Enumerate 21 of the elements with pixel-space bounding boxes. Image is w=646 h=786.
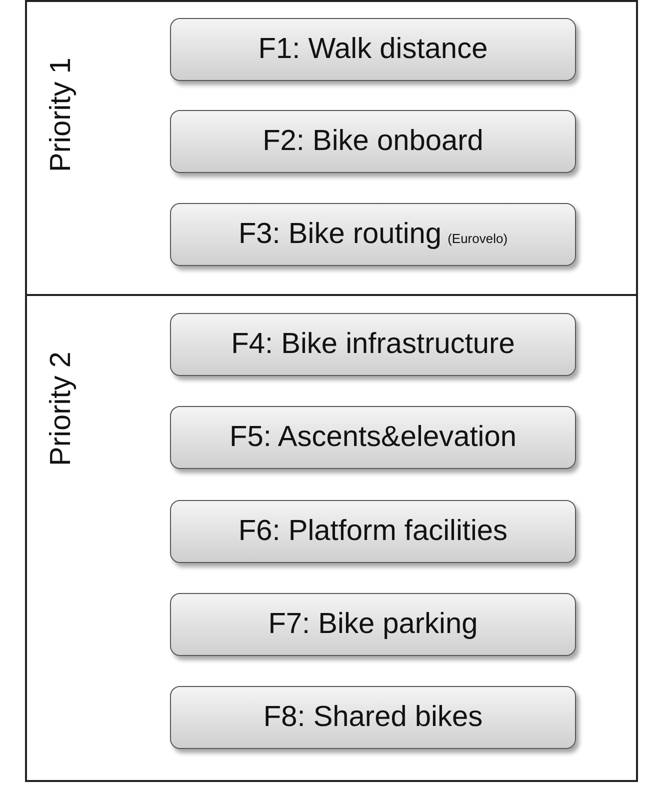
factor-label: F3: Bike routing: [238, 218, 442, 251]
factor-label: F1: Walk distance: [258, 33, 488, 66]
priority-panel: [25, 0, 638, 296]
factor-box: [170, 110, 576, 173]
priority-label: Priority 2: [45, 352, 78, 466]
factor-box: [170, 593, 576, 656]
factor-label: F8: Shared bikes: [263, 701, 483, 734]
factor-box: [170, 313, 576, 376]
factor-box: [170, 686, 576, 749]
factor-box: [170, 203, 576, 266]
factor-box: [170, 500, 576, 563]
factor-box: [170, 18, 576, 81]
priority-label: Priority 1: [45, 58, 78, 172]
factor-note: (Eurovelo): [448, 231, 508, 246]
priority-panel: [25, 294, 638, 782]
factor-label: F4: Bike infrastructure: [231, 328, 515, 361]
factor-box: [170, 406, 576, 469]
factor-label: F7: Bike parking: [268, 608, 478, 641]
factor-label: F5: Ascents&elevation: [230, 421, 516, 454]
factor-label: F6: Platform facilities: [238, 515, 508, 548]
factor-label: F2: Bike onboard: [262, 125, 484, 158]
